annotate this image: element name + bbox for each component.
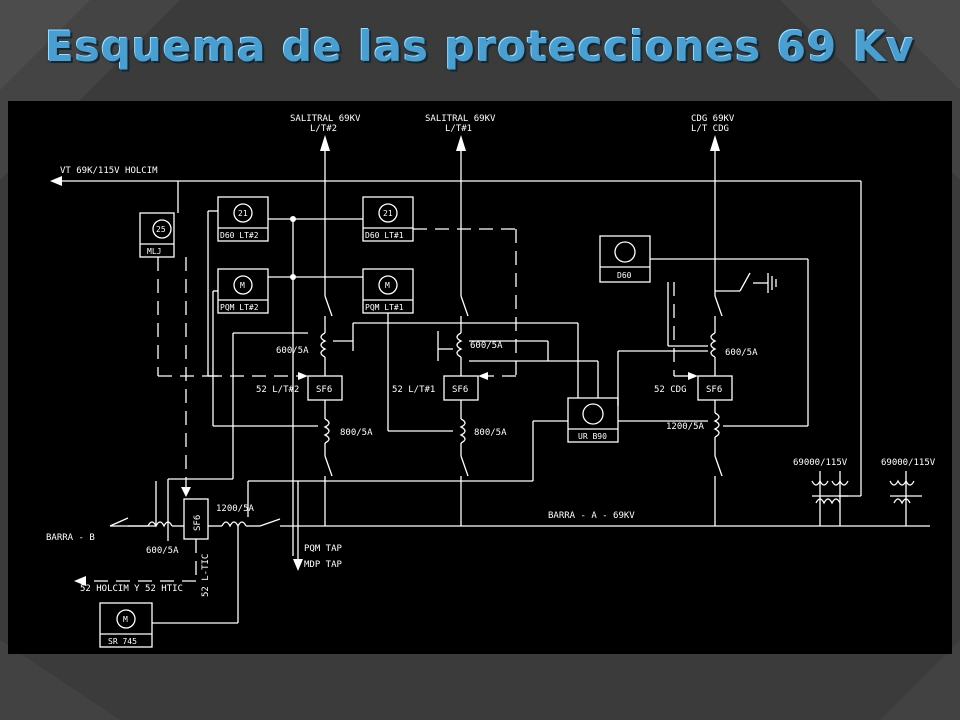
- relay-sr745-code: M: [123, 615, 128, 624]
- ct-coil-cdg-bottom: [713, 412, 720, 438]
- pt-2: 69000/115V: [881, 458, 936, 526]
- breaker-tie-type: SF6: [193, 515, 203, 531]
- ct-ratio-tie-left: 600/5A: [146, 546, 179, 556]
- ct-coil-tie-left: [147, 521, 173, 528]
- breaker-lt2-label: 52 L/T#2: [256, 385, 299, 395]
- tap-pqm-label: PQM TAP: [304, 544, 343, 554]
- arrow-up-icon: [456, 135, 466, 151]
- relay-ur-b90: UR B90: [567, 397, 619, 443]
- ct-ratio-tie-right: 1200/5A: [216, 504, 255, 514]
- bus-a-label: BARRA - A - 69KV: [548, 511, 635, 521]
- feeder-salitral-lt1: SALITRAL 69KV L/T#1: [425, 114, 496, 151]
- relay-pqm-lt2: M PQM LT#2: [217, 268, 269, 314]
- feeder-salitral-lt2-line: L/T#2: [310, 124, 337, 134]
- feeder-salitral-lt1-name: SALITRAL 69KV: [425, 114, 496, 124]
- arrow-down-icon: [293, 559, 303, 571]
- breaker-lt1-label: 52 L/T#1: [392, 385, 435, 395]
- arrow-up-icon: [710, 135, 720, 151]
- relay-d60-lt1-code: 21: [383, 209, 393, 218]
- relay-mlj-code: 25: [156, 225, 166, 234]
- ground-icon: [767, 273, 777, 293]
- relay-mlj: 25 MLJ: [139, 212, 175, 258]
- arrow-up-icon: [320, 135, 330, 151]
- relay-d60-lt1: 21 D60 LT#1: [362, 196, 414, 242]
- breaker-tie: [183, 498, 209, 540]
- feeder-salitral-lt2: SALITRAL 69KV L/T#2: [290, 114, 361, 151]
- breaker-lt1-type: SF6: [452, 385, 468, 395]
- relay-d60-name: D60: [617, 271, 632, 280]
- feeder-salitral-lt1-line: L/T#1: [445, 124, 472, 134]
- breaker-cdg-label: 52 CDG: [654, 385, 687, 395]
- vt-holcim-label: VT 69K/115V HOLCIM: [60, 166, 158, 176]
- ct-coil-lt1-bottom: [459, 418, 466, 444]
- breaker-lt1: [443, 375, 479, 401]
- relay-pqm-lt1: M PQM LT#1: [362, 268, 414, 314]
- relay-d60-lt2: 21 D60 LT#2: [217, 196, 269, 242]
- ct-ratio-cdg-top: 600/5A: [725, 348, 758, 358]
- feeder-cdg-line: L/T CDG: [691, 124, 729, 134]
- relay-sr745-name: SR 745: [108, 637, 137, 646]
- feeder-cdg: CDG 69KV L/T CDG: [691, 114, 735, 151]
- breaker-lt2: [307, 375, 343, 401]
- arrow-left-icon: [74, 576, 86, 586]
- ct-coil-lt2-bottom: [323, 418, 330, 444]
- breaker-cdg: [697, 375, 733, 401]
- breaker-lt2-type: SF6: [316, 385, 332, 395]
- breaker-cdg-type: SF6: [706, 385, 722, 395]
- relay-d60: D60: [599, 235, 651, 283]
- feeder-salitral-lt2-name: SALITRAL 69KV: [290, 114, 361, 124]
- protection-diagram: BARRA - A - 69KV BARRA - B SALITRAL 69KV…: [8, 101, 952, 654]
- pt-ratio-2: 69000/115V: [881, 458, 936, 468]
- arrow-left-icon: [50, 176, 62, 186]
- feeder-cdg-name: CDG 69KV: [691, 114, 735, 124]
- ct-ratio-cdg-bottom: 1200/5A: [666, 422, 705, 432]
- relay-ur-b90-name: UR B90: [578, 432, 607, 441]
- relay-pqm-lt1-code: M: [385, 281, 390, 290]
- pt-1: 69000/115V: [793, 458, 849, 526]
- ct-coil-cdg-top: [710, 332, 717, 358]
- holcim-breakers-label: 52 HOLCIM Y 52 HTIC: [80, 584, 183, 594]
- ct-coil-tie-right: [221, 521, 247, 528]
- relay-mlj-name: MLJ: [147, 247, 161, 256]
- single-line-diagram: BARRA - A - 69KV BARRA - B SALITRAL 69KV…: [46, 114, 936, 648]
- breaker-tie-label: 52 L-TIC: [201, 554, 211, 597]
- ct-ratio-lt1-bottom: 800/5A: [474, 428, 507, 438]
- relay-d60-lt2-name: D60 LT#2: [220, 231, 259, 240]
- relay-pqm-lt2-name: PQM LT#2: [220, 303, 259, 312]
- tap-mdp-label: MDP TAP: [304, 560, 343, 570]
- relay-sr745: M SR 745: [99, 602, 153, 648]
- relay-pqm-lt1-name: PQM LT#1: [365, 303, 404, 312]
- ct-coil-lt2-top: [320, 332, 327, 358]
- relay-pqm-lt2-code: M: [240, 281, 245, 290]
- ct-ratio-lt1-top: 600/5A: [470, 341, 503, 351]
- pt-ratio-1: 69000/115V: [793, 458, 848, 468]
- ct-coil-lt1-top: [456, 332, 463, 358]
- slide-title: Esquema de las protecciones 69 Kv: [45, 22, 915, 71]
- relay-d60-lt1-name: D60 LT#1: [365, 231, 404, 240]
- ct-ratio-lt2-bottom: 800/5A: [340, 428, 373, 438]
- bus-b-label: BARRA - B: [46, 533, 95, 543]
- relay-d60-lt2-code: 21: [238, 209, 248, 218]
